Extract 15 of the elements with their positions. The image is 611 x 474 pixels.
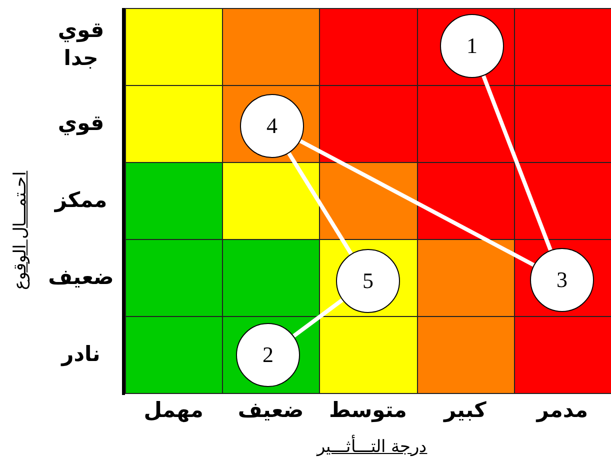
axis-title: احـتمـــال الوقوع (10, 170, 30, 292)
connector-line (299, 139, 535, 267)
column-label: ضعيف (236, 398, 305, 422)
row-label: ممكز (53, 187, 108, 214)
axis-title: درجة التـــأثـــير (272, 436, 472, 457)
column-label: كبير (442, 398, 488, 422)
column-label: مهمل (142, 398, 204, 422)
row-label: قوي جدا (56, 17, 106, 72)
connector-line (287, 152, 353, 255)
column-label: مدمر (534, 398, 589, 422)
row-label: ضعيف (47, 264, 115, 291)
connector-line (482, 75, 552, 251)
row-label: نادر (60, 341, 102, 368)
column-label: متوسط (328, 398, 408, 422)
row-label: قوي (56, 110, 106, 137)
